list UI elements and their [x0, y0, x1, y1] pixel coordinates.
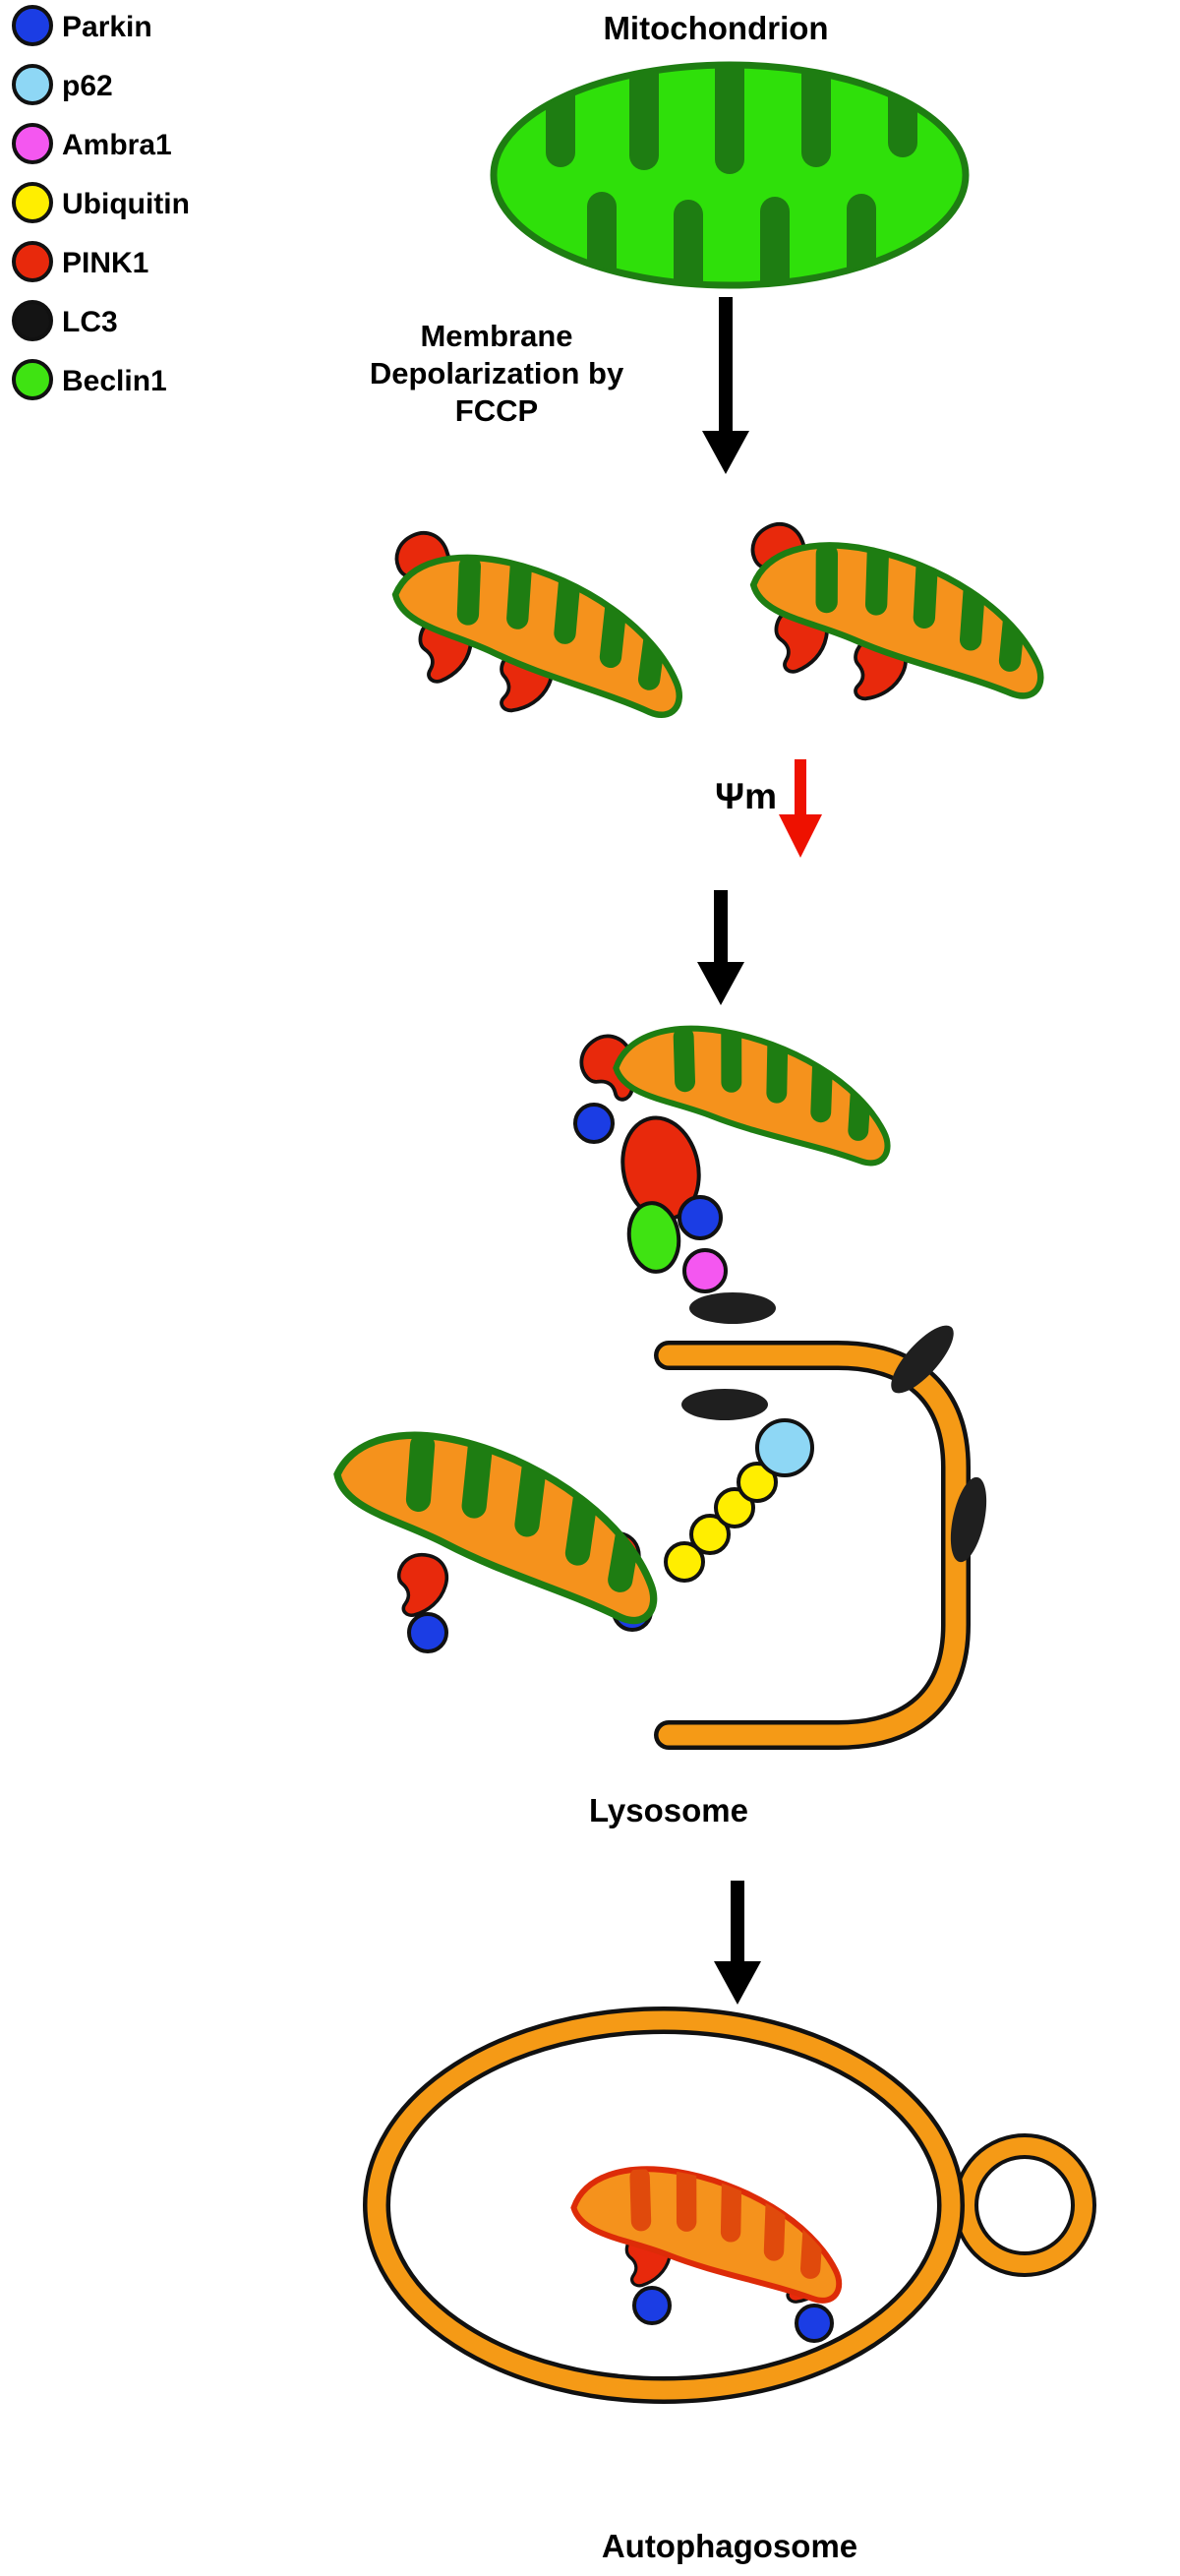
parkin-circle: [632, 2286, 672, 2325]
beclin1-ellipse: [626, 1201, 681, 1274]
legend-item-beclin1: Beclin1: [12, 359, 167, 400]
legend-item-pink1: PINK1: [12, 241, 148, 282]
legend-label-lc3: LC3: [62, 306, 118, 338]
psi-m-label: Ψm: [715, 776, 777, 816]
pink1-tagged-mitochondrion: [569, 1019, 900, 1166]
legend-label-pink1: PINK1: [62, 247, 148, 279]
pink1-swatch-icon: [12, 241, 53, 282]
p62-circle: [755, 1418, 814, 1477]
damaged-mitochondrion-2: [742, 514, 1056, 711]
parkin-circle: [573, 1103, 615, 1144]
depolarization-label: Membrane Depolarization by FCCP: [370, 319, 624, 428]
depolarization-arrow-icon: [702, 297, 749, 474]
lc3-ellipse: [891, 1325, 954, 1394]
lc3-ellipse: [681, 1389, 768, 1420]
beclin1-swatch-icon: [12, 359, 53, 400]
ambra1-swatch-icon: [12, 123, 53, 164]
lc3-swatch-icon: [12, 300, 53, 341]
autophagosome: [363, 2007, 1096, 2404]
parkin-swatch-icon: [12, 5, 53, 46]
autophagosome-bud: [953, 2133, 1096, 2277]
ubiquitin-circle: [664, 1541, 705, 1583]
legend-label-ubiquitin: Ubiquitin: [62, 188, 190, 220]
ubiquitin-circle: [714, 1487, 755, 1528]
legend-label-beclin1: Beclin1: [62, 365, 167, 397]
phagophore-scene: [321, 1019, 987, 1750]
legend-item-lc3: LC3: [12, 300, 118, 341]
recruitment-arrow-icon: [697, 890, 744, 1005]
healthy-mitochondrion: [490, 61, 970, 289]
damaged-mitochondrion-1: [383, 523, 698, 721]
ubiquitinated-mitochondrion: [321, 1415, 679, 1653]
ubiquitin-circle: [737, 1462, 778, 1503]
legend-item-parkin: Parkin: [12, 5, 152, 46]
mitochondrion-body: [321, 1415, 679, 1624]
depolarization-label-line2: Depolarization by: [370, 356, 624, 390]
legend-label-p62: p62: [62, 70, 113, 102]
legend-item-p62: p62: [12, 64, 113, 105]
depolarization-label-line1: Membrane: [420, 319, 572, 353]
lc3-ellipse: [689, 1292, 776, 1324]
ambra1-circle: [682, 1248, 728, 1293]
legend: Parkin p62 Ambra1 Ubiquitin PINK1 LC3 Be…: [12, 5, 190, 400]
ubiquitin-circle: [689, 1514, 731, 1555]
p62-swatch-icon: [12, 64, 53, 105]
legend-item-ubiquitin: Ubiquitin: [12, 182, 190, 223]
ubiquitin-chain: [664, 1418, 814, 1583]
pink1-parkin-complex: [620, 1115, 728, 1293]
lc3-ellipse: [950, 1476, 987, 1563]
legend-label-ambra1: Ambra1: [62, 129, 172, 161]
lysosome-label: Lysosome: [589, 1792, 748, 1828]
engulfed-mitochondrion: [566, 2160, 851, 2343]
membrane-potential-drop: Ψm: [715, 759, 822, 858]
maturation-arrow-icon: [714, 1881, 761, 2005]
parkin-circle: [407, 1612, 448, 1653]
depolarization-label-line3: FCCP: [455, 393, 538, 428]
mitochondrion-label: Mitochondrion: [603, 10, 828, 46]
legend-item-ambra1: Ambra1: [12, 123, 172, 164]
legend-label-parkin: Parkin: [62, 11, 152, 43]
psi-arrow-head-icon: [779, 814, 822, 858]
ubiquitin-swatch-icon: [12, 182, 53, 223]
pink1-blob-icon: [387, 1547, 454, 1624]
autophagosome-label: Autophagosome: [602, 2528, 857, 2564]
parkin-circle: [678, 1195, 723, 1240]
parkin-circle: [795, 2304, 834, 2343]
